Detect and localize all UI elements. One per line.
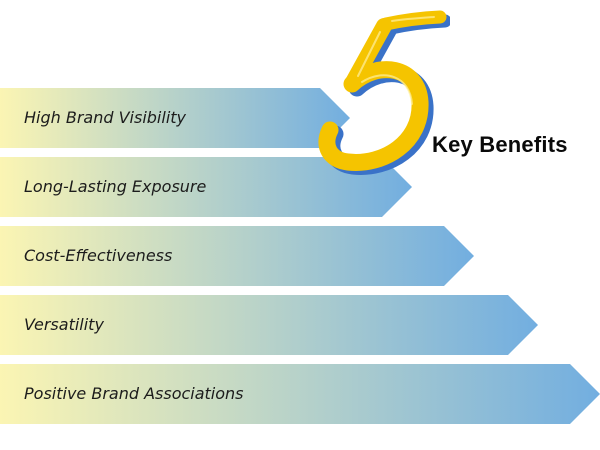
benefit-arrow-1: High Brand Visibility — [0, 88, 350, 148]
benefit-label: Long-Lasting Exposure — [24, 177, 207, 196]
benefit-arrow-2: Long-Lasting Exposure — [0, 157, 412, 217]
number-five-graphic: 5 — [318, 10, 450, 175]
benefit-label: Cost-Effectiveness — [24, 246, 173, 265]
arrow-shape — [0, 157, 412, 217]
arrow-shape — [0, 295, 538, 355]
key-benefits-title: Key Benefits — [432, 132, 568, 157]
arrow-shape — [0, 364, 600, 424]
benefit-label: Versatility — [24, 315, 104, 334]
arrow-shape — [0, 88, 350, 148]
benefit-arrow-5: Positive Brand Associations — [0, 364, 600, 424]
benefit-arrow-3: Cost-Effectiveness — [0, 226, 474, 286]
benefit-label: Positive Brand Associations — [24, 384, 244, 403]
benefit-label: High Brand Visibility — [24, 108, 187, 127]
benefit-arrow-4: Versatility — [0, 295, 538, 355]
arrow-shape — [0, 226, 474, 286]
